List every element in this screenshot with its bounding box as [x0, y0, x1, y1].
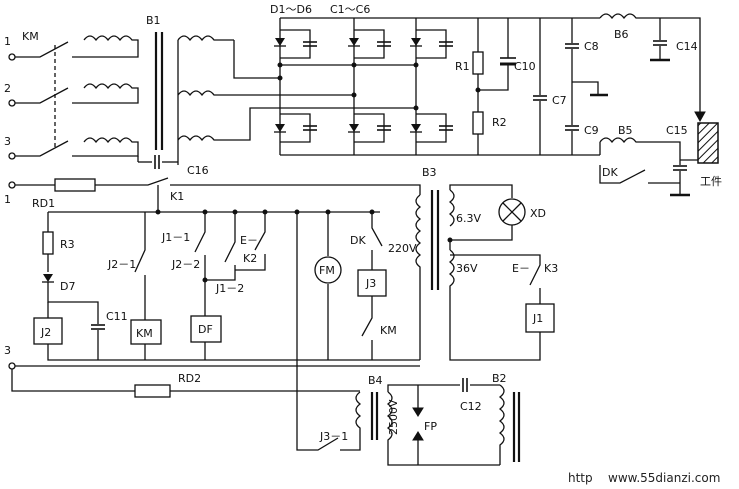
- v2500-label: 2500V: [387, 399, 400, 435]
- terminal-3-bottom: 3: [4, 344, 11, 357]
- terminal-1-top: 1: [4, 35, 11, 48]
- j1-coil-label: J1: [532, 312, 543, 325]
- c12-label: C12: [460, 400, 482, 413]
- rd1-label: RD1: [32, 197, 55, 210]
- c8-label: C8: [584, 40, 599, 53]
- v36-label: 36V: [456, 262, 478, 275]
- b1-label: B1: [146, 14, 161, 27]
- ek3-label: E－: [512, 262, 530, 275]
- hv-section: RD2 J3－1 B4 2500V C12 FP B2: [11, 212, 521, 466]
- r2-label: R2: [492, 116, 507, 129]
- c15-label: C15: [666, 124, 688, 137]
- df-coil-label: DF: [198, 323, 213, 336]
- c11-label: C11: [106, 310, 128, 323]
- k1-label: K1: [170, 190, 184, 203]
- fp-label: FP: [424, 420, 437, 433]
- control-circuit: RD1 K1 R3 D7 C11 J2 J2－1 KM J1－1 J2－: [15, 166, 440, 367]
- watermark-text: www.55dianzi.com: [608, 471, 720, 485]
- terminal-1-mid: 1: [4, 193, 11, 206]
- terminal-2-top: 2: [4, 82, 11, 95]
- b5-label: B5: [618, 124, 633, 137]
- r3-label: R3: [60, 238, 75, 251]
- j12-label: J1－2: [215, 282, 244, 295]
- filter-section: R1 R2 C10 C7 C8 C9: [455, 18, 608, 155]
- watermark-prefix: http: [568, 471, 593, 485]
- main-contactor-km: KM: [15, 30, 139, 162]
- c14-label: C14: [676, 40, 698, 53]
- c7-label: C7: [552, 94, 567, 107]
- b4-label: B4: [368, 374, 383, 387]
- r1-label: R1: [455, 60, 470, 73]
- watermark: http www.55dianzi.com: [568, 471, 720, 485]
- c1-c6-label: C1～C6: [330, 3, 370, 16]
- j3-coil-label: J3: [365, 277, 376, 290]
- k2-label: K2: [243, 252, 257, 265]
- j22-label: J2－2: [171, 258, 200, 271]
- b2-label: B2: [492, 372, 507, 385]
- j2-coil-label: J2: [40, 326, 51, 339]
- v63-label: 6.3V: [456, 212, 481, 225]
- terminal-3-top: 3: [4, 135, 11, 148]
- dk-top-label: DK: [602, 166, 618, 179]
- v220-label: 220V: [388, 242, 417, 255]
- xd-label: XD: [530, 207, 546, 220]
- k3-label: K3: [544, 262, 558, 275]
- ek2-label: E－: [240, 234, 258, 247]
- rd2-label: RD2: [178, 372, 201, 385]
- rectifier-bridge: D1～D6 C1～C6: [233, 3, 600, 156]
- km-coil-label: KM: [136, 327, 153, 340]
- j31-label: J3－1: [319, 430, 348, 443]
- b3-label: B3: [422, 166, 437, 179]
- b3-secondary: 6.3V XD 36V E－ K3 J1: [447, 184, 558, 361]
- c9-label: C9: [584, 124, 599, 137]
- d7-label: D7: [60, 280, 75, 293]
- fm-label: FM: [319, 264, 335, 277]
- j11-label: J1－1: [161, 231, 190, 244]
- c16-label: C16: [187, 164, 209, 177]
- km-contact-label: KM: [380, 324, 397, 337]
- output-section: B6 C14 工件 B5 C15 DK: [599, 13, 722, 197]
- b6-label: B6: [614, 28, 629, 41]
- c10-label: C10: [514, 60, 536, 73]
- workpiece-label: 工件: [700, 175, 722, 188]
- j21-label: J2－1: [107, 258, 136, 271]
- input-terminals: 1 2 3 1 3: [4, 35, 16, 370]
- d1-d6-label: D1～D6: [270, 3, 312, 16]
- dk-mid-label: DK: [350, 234, 366, 247]
- transformer-b1: B1 C16: [138, 14, 234, 177]
- km-main-label: KM: [22, 30, 39, 43]
